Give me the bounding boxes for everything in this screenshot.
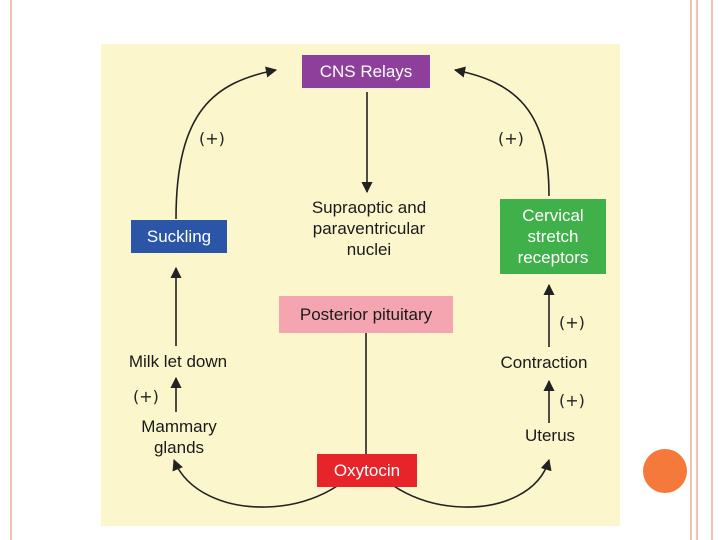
oxytocin-box: Oxytocin — [317, 454, 417, 487]
frame-line-right-3 — [711, 0, 713, 540]
diagram-panel — [101, 44, 620, 526]
arrow-suckling-to-cns — [175, 66, 278, 220]
supraoptic-nuclei-label: Supraoptic and paraventricular nuclei — [311, 198, 427, 259]
uterus-label: Uterus — [524, 426, 576, 445]
frame-line-right-2 — [696, 0, 698, 540]
suckling-box: Suckling — [131, 220, 227, 253]
positive-sign-left-top: (+) — [199, 129, 225, 148]
positive-sign-milk: (+) — [133, 387, 159, 406]
milk-let-down-label: Milk let down — [128, 352, 228, 371]
accent-circle — [643, 449, 687, 493]
frame-line-right-1 — [690, 0, 692, 540]
cervical-receptors-box: Cervical stretch receptors — [500, 199, 606, 274]
positive-sign-right-top: (+) — [498, 129, 524, 148]
arrow-cervical-to-cns — [453, 66, 550, 197]
mammary-glands-label: Mammary glands — [141, 417, 217, 457]
cns-relays-box: CNS Relays — [302, 55, 430, 88]
frame-line-left — [10, 0, 12, 540]
contraction-label: Contraction — [500, 353, 588, 372]
positive-sign-contraction: (+) — [559, 313, 585, 332]
posterior-pituitary-box: Posterior pituitary — [279, 296, 453, 333]
positive-sign-uterus: (+) — [559, 391, 585, 410]
